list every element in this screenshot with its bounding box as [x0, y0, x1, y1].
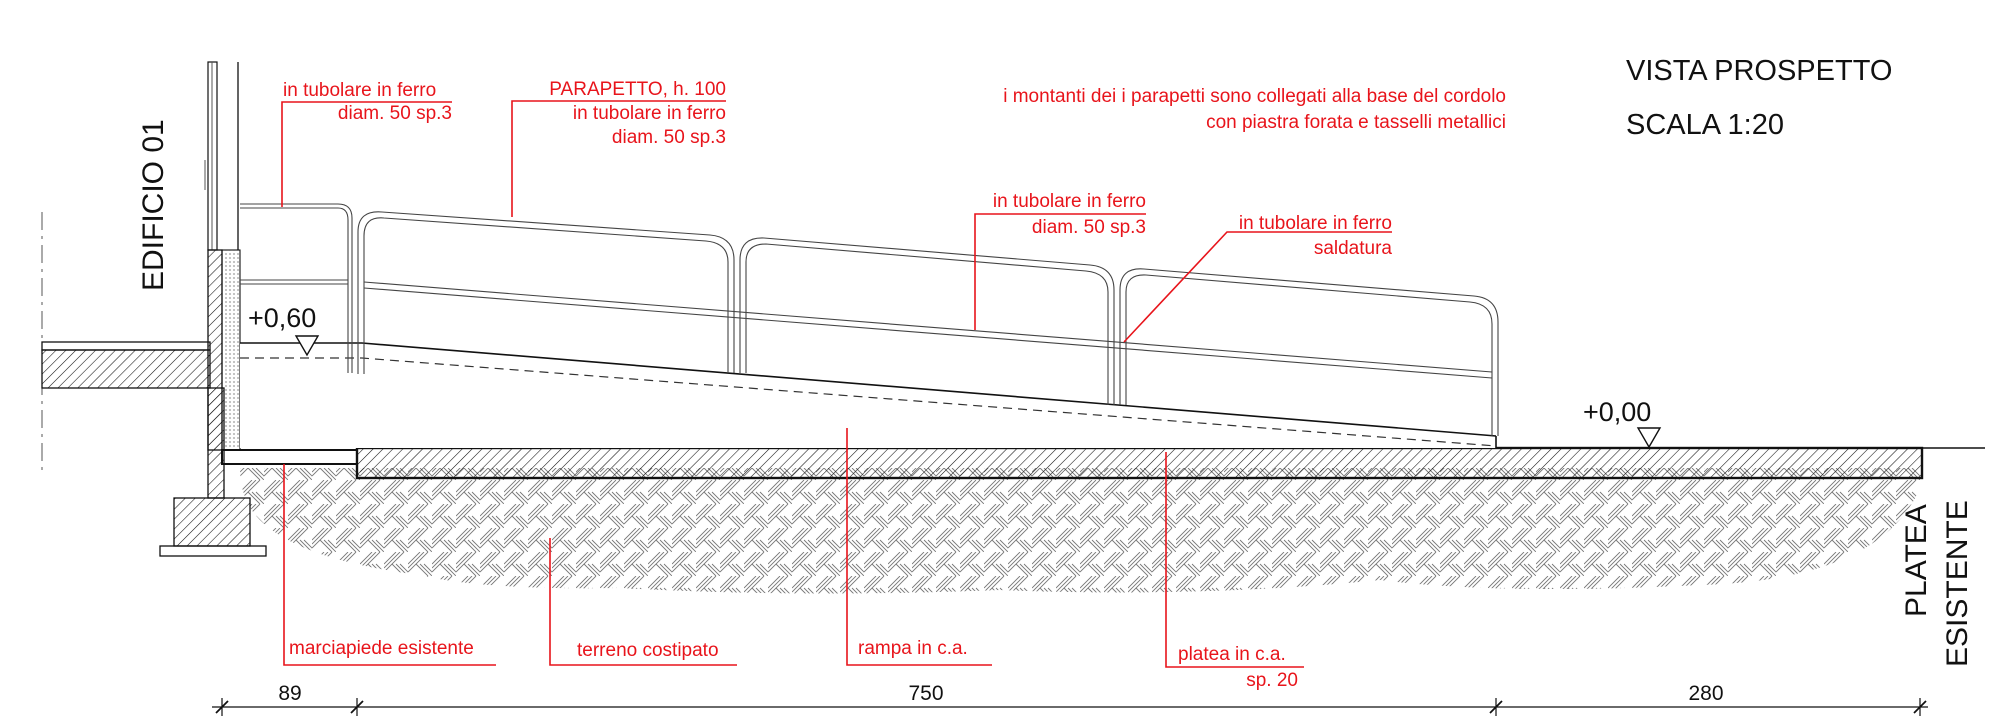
svg-text:saldatura: saldatura: [1314, 238, 1393, 259]
existing-building: [41, 61, 267, 557]
svg-text:diam. 50 sp.3: diam. 50 sp.3: [612, 127, 726, 148]
railing: [240, 203, 1499, 436]
annotation-tubolare-left: in tubolare in ferro diam. 50 sp.3: [281, 80, 452, 207]
svg-text:i montanti dei i parapetti son: i montanti dei i parapetti sono collegat…: [1003, 86, 1506, 107]
svg-text:platea in c.a.: platea in c.a.: [1178, 644, 1286, 665]
svg-text:PARAPETTO, h. 100: PARAPETTO, h. 100: [549, 79, 726, 100]
building-label: EDIFICIO 01: [137, 119, 170, 291]
soil-hatch: [240, 468, 1920, 594]
level-top-text: +0,60: [248, 303, 316, 333]
ramp: [240, 342, 1497, 448]
svg-text:in tubolare in ferro: in tubolare in ferro: [573, 103, 726, 124]
svg-text:marciapiede esistente: marciapiede esistente: [289, 638, 474, 659]
annotation-marciapiede: marciapiede esistente: [283, 464, 496, 666]
svg-text:diam. 50 sp.3: diam. 50 sp.3: [1032, 217, 1146, 238]
svg-text:in tubolare in ferro: in tubolare in ferro: [283, 80, 436, 101]
dimension-280: 280: [1688, 682, 1723, 705]
platea-slab: [355, 446, 1985, 480]
annotation-saldatura: in tubolare in ferro saldatura: [1123, 213, 1393, 343]
svg-text:rampa in c.a.: rampa in c.a.: [858, 638, 968, 659]
annotation-terreno: terreno costipato: [549, 538, 737, 666]
level-bottom-text: +0,00: [1583, 397, 1651, 427]
annotation-montanti: i montanti dei i parapetti sono collegat…: [1003, 86, 1506, 133]
slab-label-line2: ESISTENTE: [1941, 500, 1974, 667]
title-line2: SCALA 1:20: [1626, 109, 1784, 141]
dimension-89: 89: [278, 682, 301, 705]
dimension-line: [212, 698, 1928, 716]
title-line1: VISTA PROSPETTO: [1626, 55, 1892, 87]
svg-text:diam. 50 sp.3: diam. 50 sp.3: [338, 103, 452, 124]
svg-text:con piastra forata e tasselli: con piastra forata e tasselli metallici: [1206, 112, 1506, 133]
svg-text:in tubolare in ferro: in tubolare in ferro: [1239, 213, 1392, 234]
svg-text:terreno costipato: terreno costipato: [577, 640, 719, 661]
existing-sidewalk: [221, 449, 358, 465]
level-marker-top: +0,60: [248, 303, 320, 357]
svg-text:sp. 20: sp. 20: [1246, 670, 1298, 691]
slab-label-line1: PLATEA: [1900, 504, 1933, 617]
level-marker-bottom: +0,00: [1583, 397, 1662, 449]
annotation-rampa: rampa in c.a.: [846, 428, 992, 666]
dimension-750: 750: [908, 682, 943, 705]
annotation-parapetto: PARAPETTO, h. 100 in tubolare in ferro d…: [511, 79, 726, 217]
annotation-platea: platea in c.a. sp. 20: [1165, 452, 1304, 691]
annotation-tubolare-mid: in tubolare in ferro diam. 50 sp.3: [974, 191, 1146, 330]
svg-text:in tubolare in ferro: in tubolare in ferro: [993, 191, 1146, 212]
